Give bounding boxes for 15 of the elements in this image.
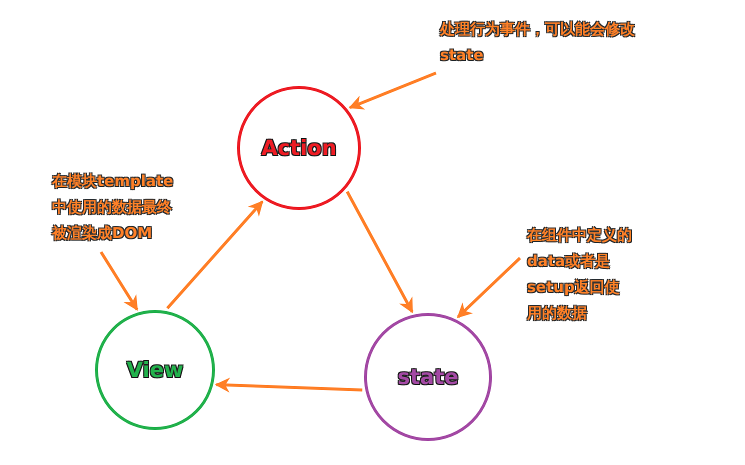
arrow [100,251,138,311]
circle-node [364,313,492,441]
circle-node [95,310,215,430]
circle-node [237,86,361,210]
node-label: View [126,358,184,382]
node-label: Action [261,136,337,160]
node-label: state [398,365,458,389]
annotation-text: 处理行为事件，可以能会修改state [440,19,636,66]
arrow [166,200,264,310]
arrow [456,256,522,318]
arrow [214,378,362,393]
annotation-text: 在模块template中使用的数据最终被渲染成DOM [52,171,174,244]
arrow [346,190,414,314]
annotation-text: 在组件中定义的data或者是setup返回使用的数据 [527,225,633,324]
arrow [348,72,437,110]
